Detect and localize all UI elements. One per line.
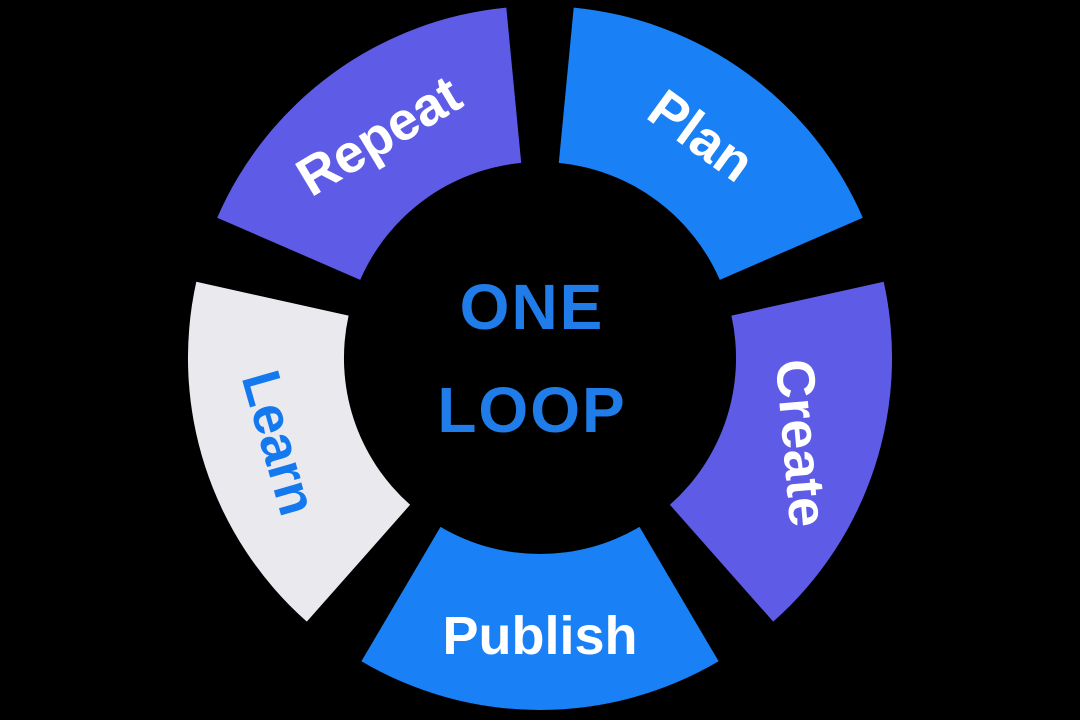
segment-learn-shape xyxy=(187,281,411,622)
segment-repeat-shape xyxy=(217,7,522,280)
center-title-line1: ONE xyxy=(460,271,605,343)
segment-create-label: Create xyxy=(764,357,838,530)
segment-create-shape xyxy=(669,281,893,622)
segment-plan-shape xyxy=(558,7,863,280)
center-title-line2: LOOP xyxy=(437,374,626,446)
segment-publish-shape xyxy=(361,526,719,710)
segment-publish-label: Publish xyxy=(442,606,637,666)
